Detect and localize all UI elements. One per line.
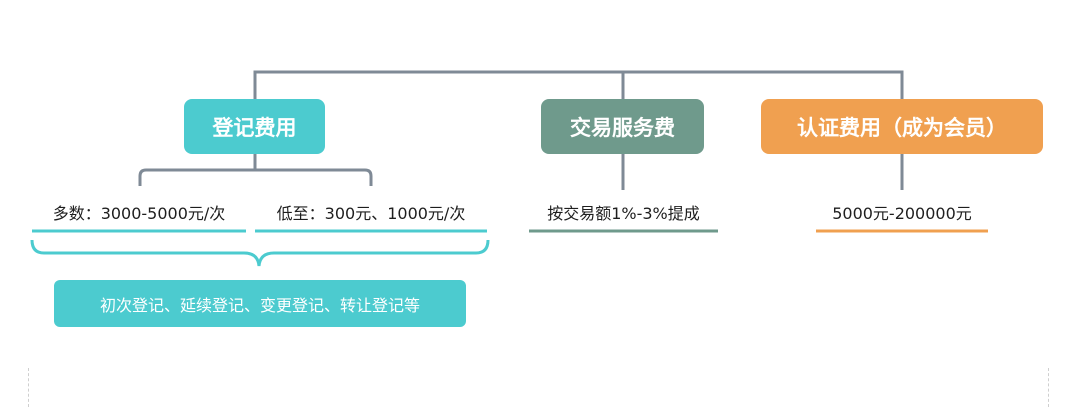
transaction-fee-box: 交易服务费 <box>541 99 704 154</box>
bottom-dashed-frame <box>28 368 1049 407</box>
certification-fee-label: 5000元-200000元 <box>832 204 972 223</box>
transaction-fee-label: 按交易额1%-3%提成 <box>547 204 700 223</box>
fee-minimum-label: 低至：300元、1000元/次 <box>276 204 466 223</box>
top-bus-connector <box>253 70 904 99</box>
registration-split-connector <box>138 168 373 186</box>
registration-types-box: 初次登记、延续登记、变更登记、转让登记等 <box>54 280 466 327</box>
certification-fee-box: 认证费用（成为会员） <box>761 99 1043 154</box>
registration-curly-brace <box>30 239 490 267</box>
registration-fee-box: 登记费用 <box>184 99 325 154</box>
fee-majority-label: 多数：3000-5000元/次 <box>52 204 226 223</box>
